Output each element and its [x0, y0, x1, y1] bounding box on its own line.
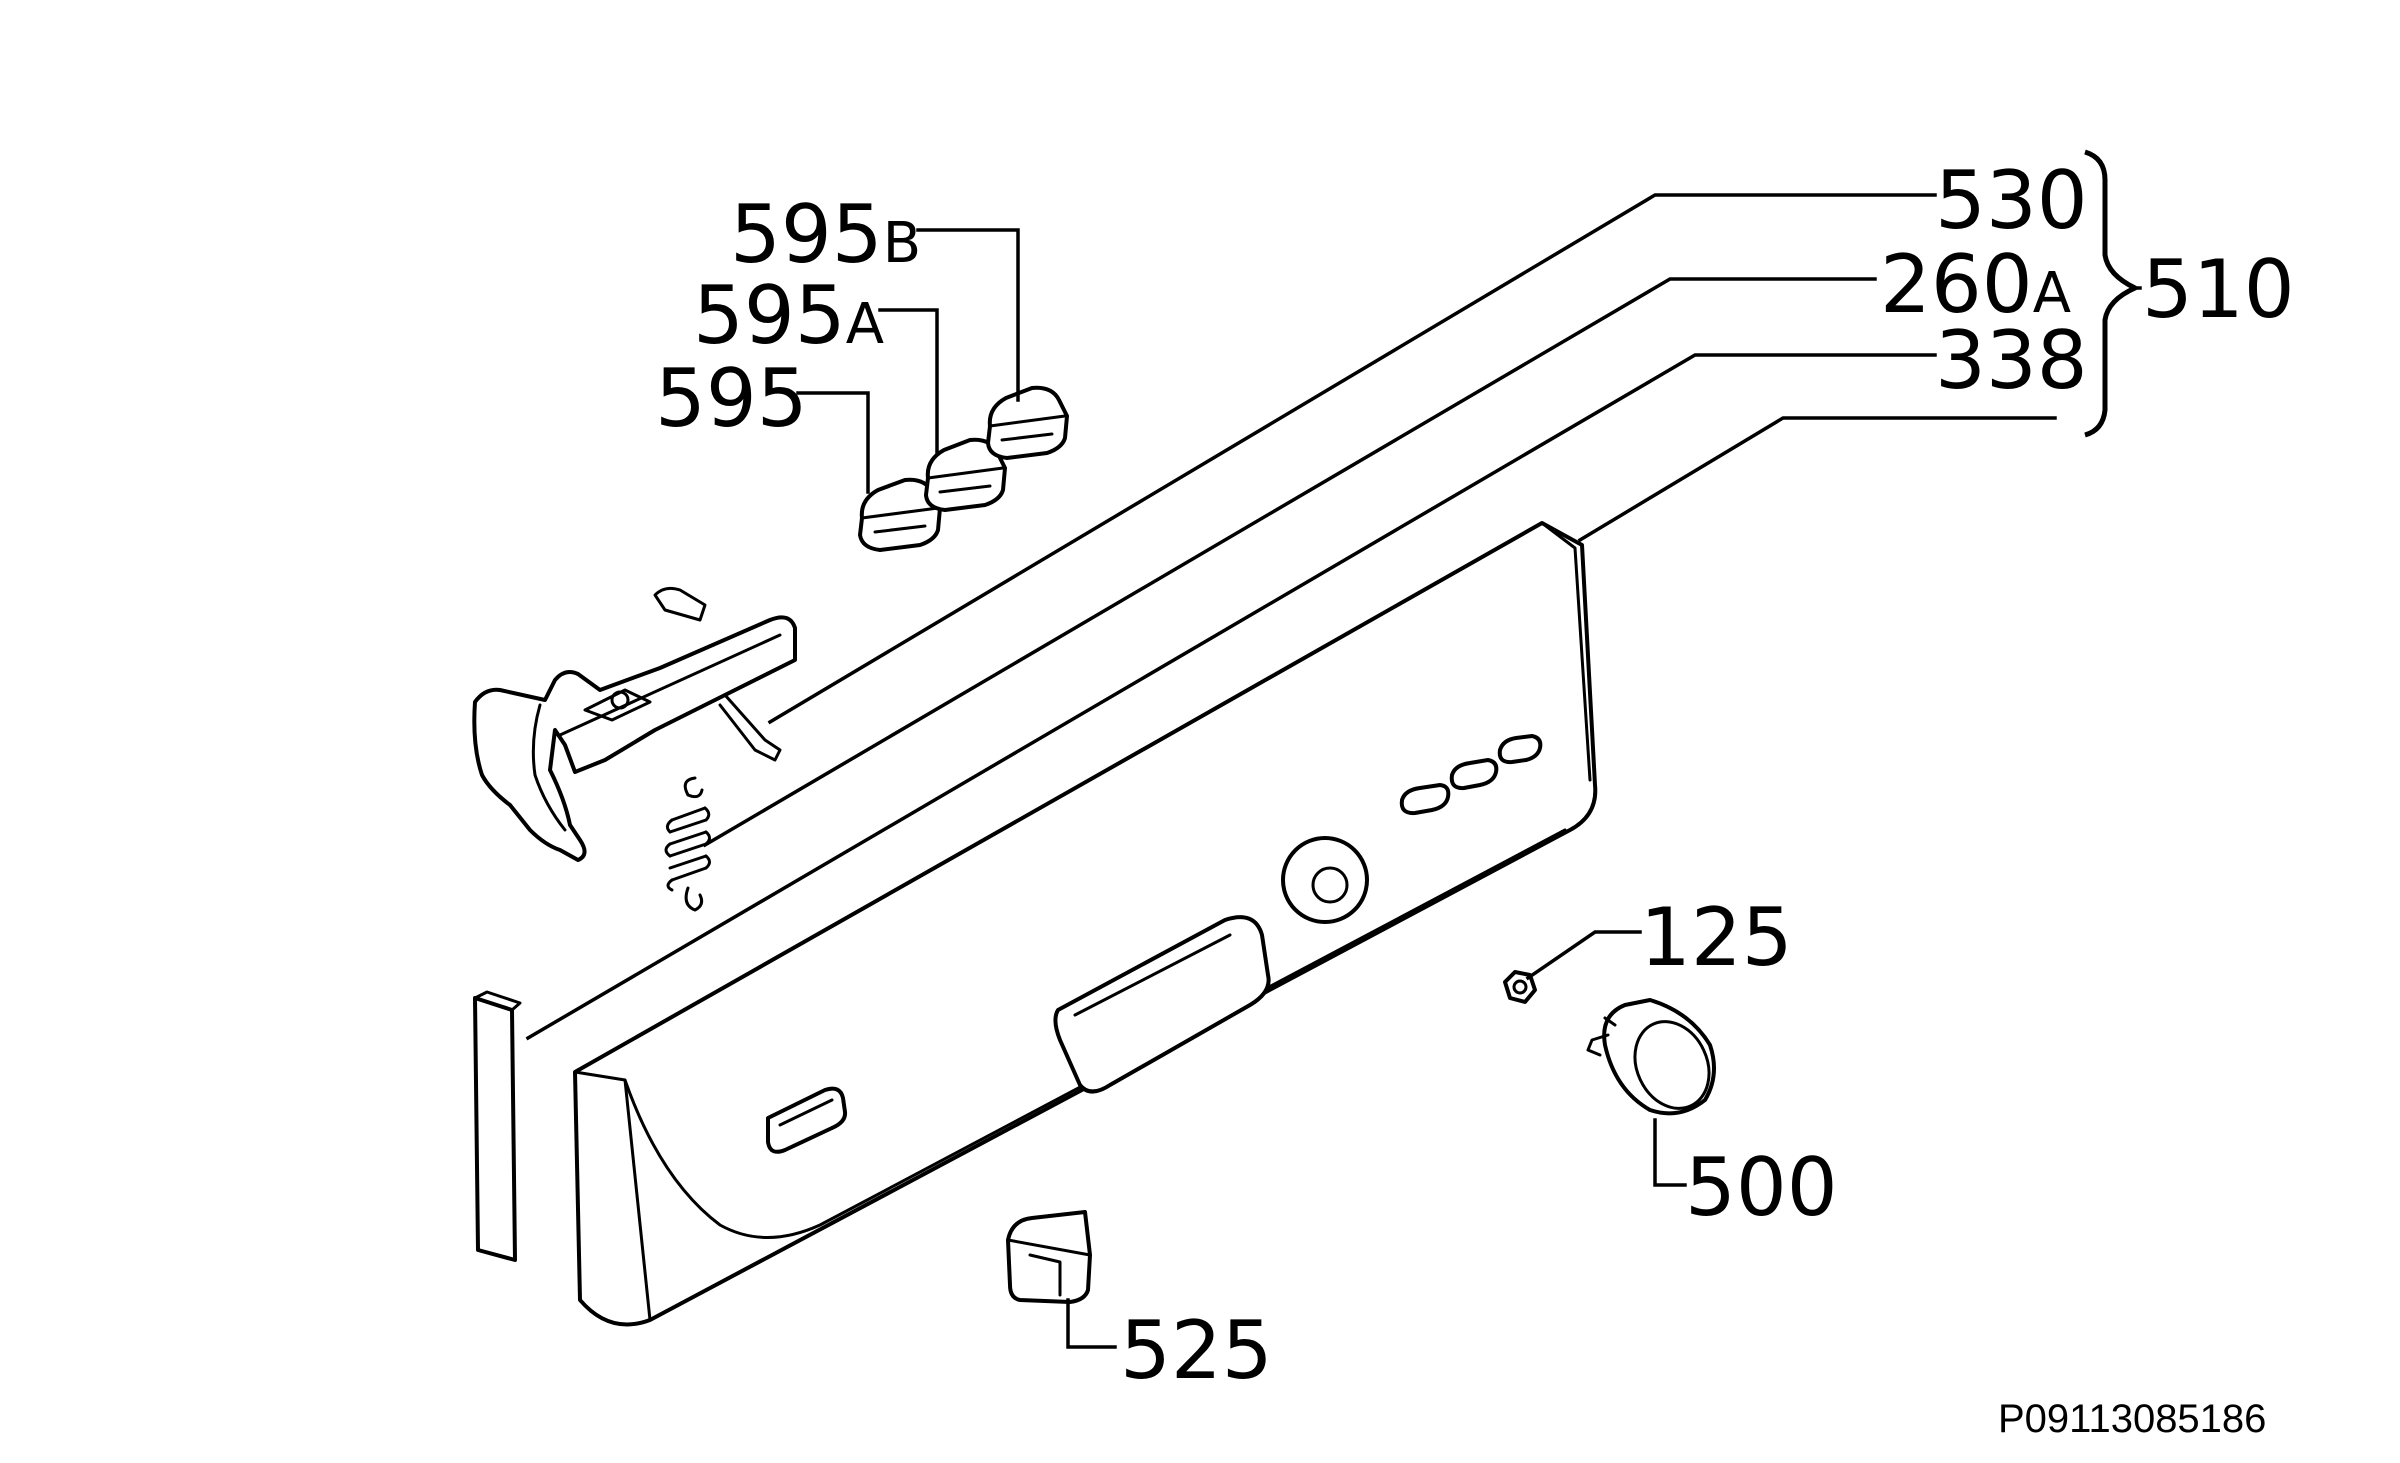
button-595[interactable]: [858, 477, 942, 552]
button-595B[interactable]: [986, 385, 1069, 460]
label-338: 338: [1935, 314, 2088, 407]
label-595: 595: [655, 352, 808, 445]
label-530: 530: [1935, 154, 2088, 247]
button-595A[interactable]: [924, 437, 1007, 512]
door-lock-assembly[interactable]: [472, 586, 797, 862]
panel-display-window: [1053, 915, 1271, 1094]
part-labels: 530 260A 338 510 595B 595A 595 125 500 5…: [655, 154, 2295, 1441]
label-125: 125: [1640, 891, 1793, 984]
panel-button-window-left: [766, 1086, 848, 1154]
button-525[interactable]: [1006, 1210, 1092, 1304]
label-525: 525: [1120, 1304, 1273, 1397]
label-260A: 260A: [1880, 238, 2071, 331]
label-500: 500: [1685, 1141, 1838, 1234]
panel-knob-hole: [1281, 836, 1369, 924]
label-595A: 595A: [693, 269, 884, 362]
side-trim-strip[interactable]: [473, 990, 522, 1262]
label-595B: 595B: [730, 188, 921, 281]
leader-lines: [525, 193, 2057, 1349]
panel-button-windows-right: [1399, 734, 1543, 816]
group-brace-510: [2084, 149, 2142, 438]
label-510: 510: [2142, 243, 2295, 336]
tension-spring[interactable]: [664, 776, 711, 912]
knob-500[interactable]: [1586, 998, 1723, 1121]
drawing-code: P09113085186: [1998, 1397, 2266, 1441]
